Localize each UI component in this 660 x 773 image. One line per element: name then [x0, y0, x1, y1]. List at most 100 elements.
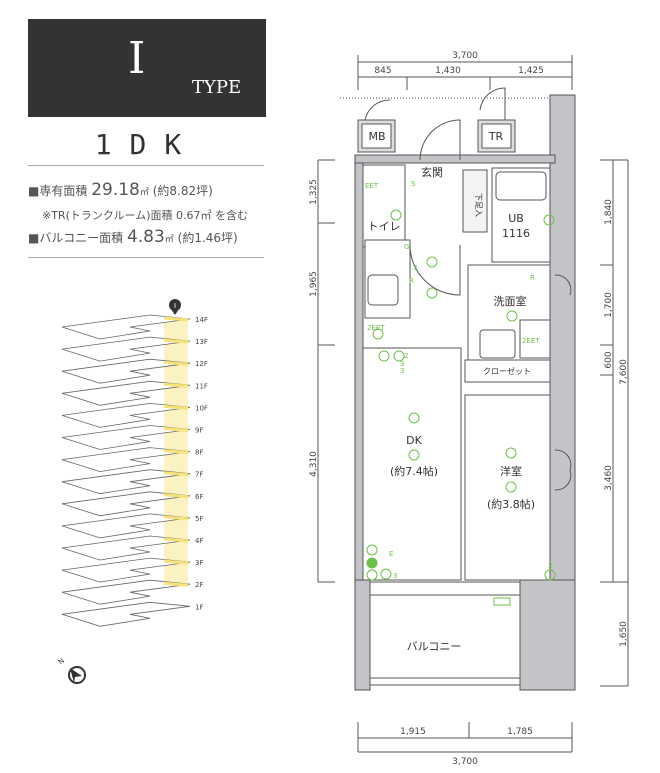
dim-top-1: 845	[374, 66, 391, 76]
unit-highlight-mark	[163, 449, 189, 455]
outlet-label: 3	[413, 264, 417, 272]
unit-location-pin-label: I	[174, 302, 176, 310]
compass-north-label: N	[57, 657, 66, 667]
outlet-label: EET	[365, 182, 379, 190]
unit-highlight-mark	[163, 338, 189, 344]
room-washroom: 洗面室	[494, 294, 527, 308]
room-western: 洋室	[500, 464, 522, 478]
area-label: 専有面積	[39, 184, 88, 198]
dim-top-2: 1,430	[435, 66, 461, 76]
floor-slab	[61, 402, 191, 428]
floor-slab	[61, 513, 191, 539]
type-letter: I	[128, 33, 146, 84]
dim-right-3: 600	[604, 351, 614, 368]
light-icon	[408, 412, 420, 424]
electrical-labels: 2EET 2EET EET 2 3 3 3 3 2 R R G E S	[365, 180, 552, 580]
floor-label: 7F	[195, 471, 203, 479]
tr-note-label: ※TR(トランクルーム)面積	[42, 209, 173, 222]
floor-label: 11F	[195, 382, 208, 390]
outlet-icon	[380, 568, 392, 580]
light-icon	[426, 287, 438, 299]
dim-right-2: 1,700	[604, 292, 614, 318]
outlet-label: R	[530, 274, 535, 282]
outlet-icon	[372, 328, 384, 340]
floor-label: 10F	[195, 404, 208, 412]
exclusive-area: ■専有面積 29.18㎡ (約8.82坪)	[28, 180, 213, 200]
outlet-label: R	[409, 277, 414, 285]
floor-label: 13F	[195, 338, 208, 346]
outlet-label: 3	[393, 572, 397, 580]
room-western-size: (約3.8帖)	[487, 497, 535, 511]
dimension-labels: 3,700 845 1,430 1,425 1,915 1,785 3,700 …	[309, 51, 629, 767]
light-icon	[390, 209, 402, 221]
phone-icon	[366, 569, 378, 581]
dim-right-5: 1,650	[619, 621, 629, 647]
unit-location-pin-icon	[169, 299, 181, 311]
room-genkan: 玄関	[421, 165, 443, 179]
area-tsubo: (約8.82坪)	[152, 184, 213, 198]
tv-icon	[366, 557, 378, 569]
unit-highlight-mark	[163, 537, 189, 543]
unit-highlight-mark	[163, 493, 189, 499]
outlet-icon	[393, 350, 405, 362]
room-mb: MB	[368, 130, 385, 143]
light-icon	[506, 310, 518, 322]
floor-slab	[61, 358, 191, 384]
floor-label: 9F	[195, 427, 203, 435]
floor-slab	[61, 469, 191, 495]
dim-left-3: 4,310	[309, 451, 319, 477]
floor-slab	[61, 425, 191, 450]
outlet-icon	[378, 350, 390, 362]
floor-label: 12F	[195, 360, 208, 368]
unit-highlight-mark	[163, 559, 189, 565]
room-ub-size: 1116	[502, 227, 530, 240]
outlet-label: 2	[548, 562, 552, 570]
area-unit: ㎡	[139, 188, 149, 198]
floor-label: 2F	[195, 581, 203, 589]
unit-highlight-mark	[163, 382, 189, 388]
dimension-lines	[317, 55, 629, 753]
floor-slab	[61, 336, 191, 362]
outlet-label: 2EET	[522, 337, 540, 345]
outlet-label: 3	[400, 360, 404, 368]
area-unit: ㎡	[164, 235, 174, 245]
area-tsubo: (約1.46坪)	[177, 231, 238, 245]
outlet-label: S	[411, 180, 416, 188]
dim-left-1: 1,325	[309, 179, 319, 205]
room-balcony: バルコニー	[407, 640, 462, 653]
type-word: TYPE	[192, 77, 242, 98]
light-icon	[543, 214, 555, 226]
outlet-label: E	[389, 550, 393, 558]
tr-note-value: 0.67㎡	[176, 209, 212, 222]
floor-label: 8F	[195, 449, 203, 457]
unit-highlight-mark	[163, 515, 189, 521]
outlet-label: 3	[400, 367, 404, 375]
room-closet: クローゼット	[483, 366, 531, 376]
rooms	[357, 87, 572, 679]
floor-slab	[61, 380, 191, 406]
floor-label: 3F	[195, 559, 203, 567]
dim-top-total: 3,700	[452, 51, 478, 61]
outlet-label: 2	[404, 352, 408, 360]
dim-right-1: 1,840	[604, 199, 614, 225]
room-labels: MB TR 玄関 下足入 トイレ UB 1116 洗面室 クローゼット DK (…	[368, 130, 536, 653]
room-dk: DK	[406, 434, 422, 447]
light-icon	[505, 481, 517, 493]
dim-right-total: 7,600	[619, 359, 629, 385]
square-marker: ■	[28, 231, 40, 245]
unit-highlight-mark	[163, 427, 189, 432]
area-value: 29.18	[91, 180, 140, 200]
unit-highlight-mark	[163, 404, 189, 410]
room-dk-size: (約7.4帖)	[390, 464, 438, 478]
lan-icon	[366, 544, 378, 556]
room-toilet: トイレ	[368, 220, 401, 233]
outlet-label: G	[404, 243, 409, 251]
electrical-symbols	[366, 209, 556, 606]
room-tr: TR	[488, 130, 504, 143]
floor-slab	[61, 314, 191, 340]
square-marker: ■	[28, 184, 40, 198]
light-icon	[408, 449, 420, 461]
outlet-icon	[544, 569, 556, 581]
